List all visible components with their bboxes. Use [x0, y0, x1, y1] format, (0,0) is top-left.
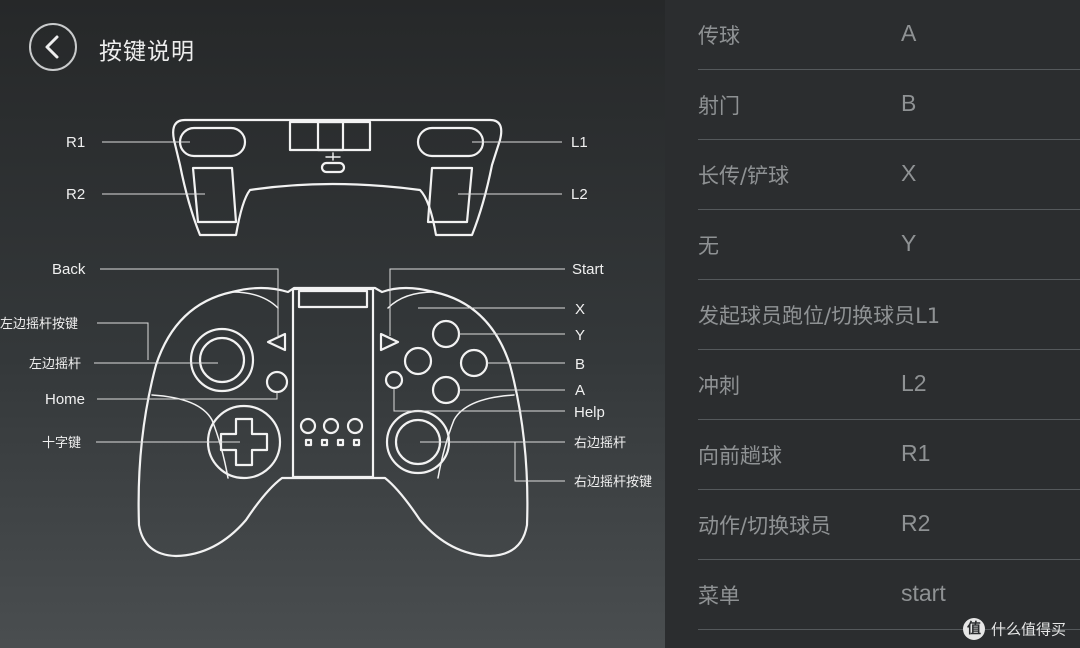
home-button-shape — [265, 370, 289, 394]
key-mapping-list: 传球 A 射门 B 长传/铲球 X 无 Y 发起球员跑位/切换球员L1 冲刺 L… — [665, 0, 1080, 648]
mapping-function: 菜单 — [698, 584, 740, 608]
r2-trigger-shape — [191, 166, 238, 224]
mapping-function: 射门 — [698, 94, 740, 118]
mapping-function: 长传/铲球 — [698, 164, 790, 188]
dpad-shape — [219, 417, 269, 467]
y-button-shape — [431, 319, 461, 349]
a-label: A — [575, 382, 585, 399]
left-stick-shape — [189, 327, 255, 393]
brand-logo-icon: 值 — [962, 618, 985, 640]
mapping-key: R2 — [901, 510, 931, 536]
mapping-row-menu[interactable]: 菜单 start — [698, 560, 1080, 630]
mapping-key: B — [901, 90, 917, 116]
mapping-row-shoot[interactable]: 射门 B — [698, 70, 1080, 140]
help-label: Help — [574, 404, 605, 421]
y-label: Y — [575, 327, 585, 344]
mapping-row-sprint[interactable]: 冲刺 L2 — [698, 350, 1080, 420]
mapping-key: R1 — [901, 440, 931, 466]
mapping-row-knock-on[interactable]: 向前趟球 R1 — [698, 420, 1080, 490]
chevron-left-icon — [45, 35, 59, 59]
mapping-row-pass[interactable]: 传球 A — [698, 0, 1080, 70]
r1-label: R1 — [66, 134, 85, 151]
a-button-shape — [431, 375, 461, 405]
left-stick-button-label: 左边摇杆按键 — [0, 317, 78, 332]
b-label: B — [575, 356, 585, 373]
right-stick-label: 右边摇杆 — [574, 436, 626, 451]
x-button-shape — [403, 346, 433, 376]
dpad-label: 十字键 — [42, 436, 81, 451]
b-button-shape — [459, 348, 489, 378]
home-label: Home — [45, 391, 85, 408]
mapping-row-action[interactable]: 动作/切换球员 R2 — [698, 490, 1080, 560]
mapping-key: X — [901, 160, 917, 186]
usb-port-shape — [320, 161, 346, 174]
l2-trigger-shape — [426, 166, 474, 224]
mapping-key: Y — [901, 230, 917, 256]
back-button[interactable] — [29, 23, 77, 71]
gamepad-diagram: R1 R2 L1 L2 Back Start 左边摇杆按键 左边摇杆 Home … — [0, 118, 652, 558]
mapping-key: A — [901, 20, 917, 46]
back-label: Back — [52, 261, 86, 278]
mapping-function: 发起球员跑位/切换球员L1 — [698, 304, 941, 328]
x-label: X — [575, 301, 585, 318]
gamepad-top-outline — [172, 118, 503, 237]
mapping-function: 无 — [698, 234, 719, 258]
l1-label: L1 — [571, 134, 588, 151]
back-button-shape — [266, 332, 287, 352]
left-stick-label: 左边摇杆 — [29, 357, 81, 372]
mapping-function: 冲刺 — [698, 374, 740, 398]
controller-diagram-panel: 按键说明 — [0, 0, 665, 648]
mapping-key: L2 — [901, 370, 927, 396]
mapping-row-player-run[interactable]: 发起球员跑位/切换球员L1 — [698, 280, 1080, 350]
mapping-key: start — [901, 580, 946, 606]
page-title: 按键说明 — [99, 39, 195, 65]
r2-label: R2 — [66, 186, 85, 203]
touch-panel-shape — [291, 287, 375, 479]
mapping-function: 向前趟球 — [698, 444, 782, 468]
help-button-shape — [384, 370, 404, 390]
watermark: 值什么值得买 — [962, 618, 1066, 640]
mapping-function: 传球 — [698, 24, 740, 48]
mapping-row-long-pass[interactable]: 长传/铲球 X — [698, 140, 1080, 210]
watermark-text: 什么值得买 — [990, 620, 1066, 639]
mapping-function: 动作/切换球员 — [698, 514, 832, 538]
right-stick-button-label: 右边摇杆按键 — [574, 475, 652, 490]
mapping-row-none[interactable]: 无 Y — [698, 210, 1080, 280]
start-button-shape — [379, 332, 400, 352]
gamepad-front-outline — [137, 286, 529, 558]
l2-label: L2 — [571, 186, 588, 203]
start-label: Start — [572, 261, 605, 278]
